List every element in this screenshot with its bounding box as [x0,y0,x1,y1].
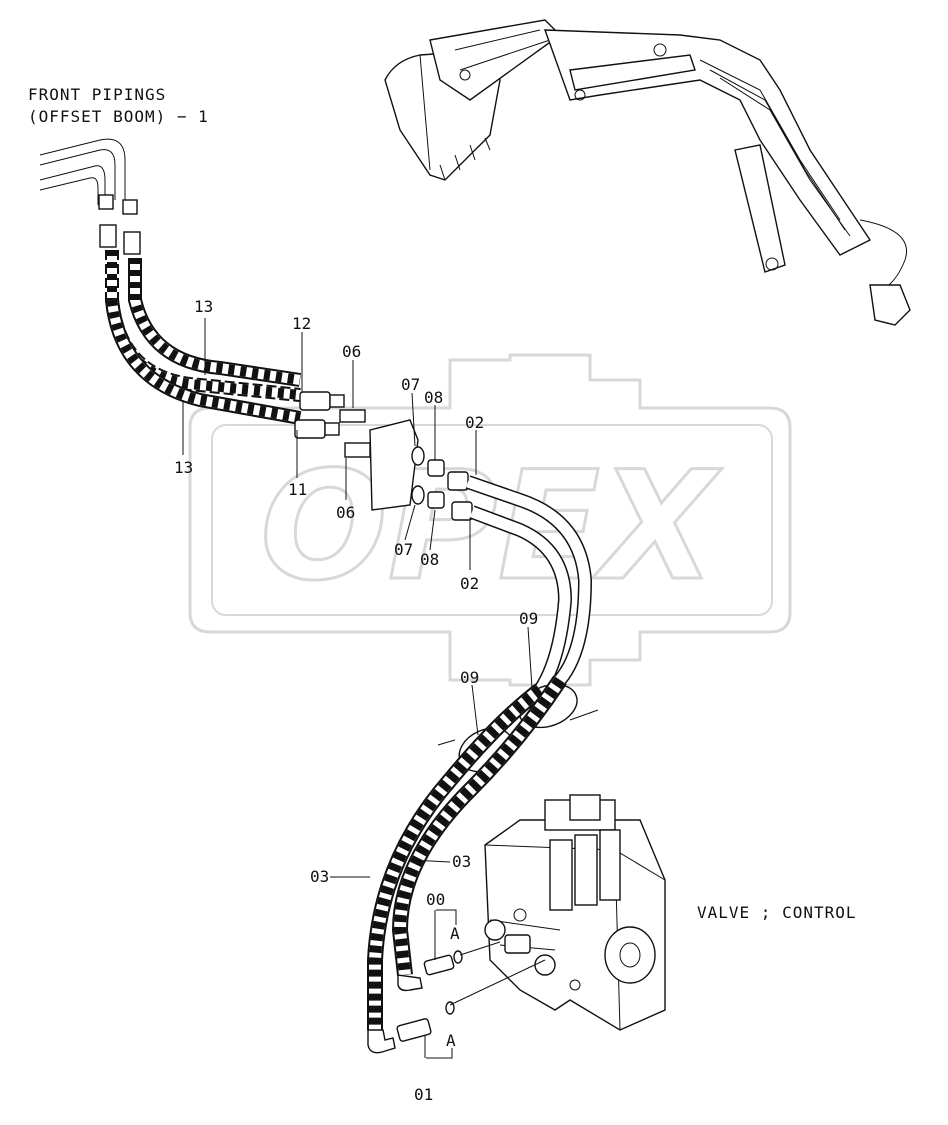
watermark-text: OPEX [260,440,722,614]
callout-09-top: 09 [519,609,538,628]
callout-06-bottom: 06 [336,503,355,522]
callout-07-bottom: 07 [394,540,413,559]
excavator-overview [384,19,911,326]
hose-03-pair [367,675,567,1054]
seals-07-08 [411,446,445,509]
callout-01: 01 [414,1085,433,1104]
callout-12: 12 [292,314,311,333]
control-valve [484,794,666,1031]
title-line-2: (OFFSET BOOM) − 1 [28,107,209,126]
callout-03-right: 03 [452,852,471,871]
callout-a-bottom: A [446,1031,456,1050]
leader-lines [182,318,546,1059]
hose-02-pair [447,471,593,694]
callout-02-bottom: 02 [460,574,479,593]
callout-07-top: 07 [401,375,420,394]
callout-00: 00 [426,890,445,909]
valve-label: VALVE ; CONTROL [697,903,857,922]
callout-13-top: 13 [194,297,213,316]
callout-02-top: 02 [465,413,484,432]
callout-a-top: A [450,924,460,943]
callout-11: 11 [288,480,307,499]
callout-08-top: 08 [424,388,443,407]
callout-06-top: 06 [342,342,361,361]
front-pipings [39,138,141,255]
callout-09-bottom: 09 [460,668,479,687]
bracket-plate [369,419,419,511]
callout-13-bottom: 13 [174,458,193,477]
adapters-00-01 [396,950,463,1042]
watermark-logo: OPEX [188,353,792,687]
callout-03-left: 03 [310,867,329,886]
fittings-12-11-06 [294,391,371,458]
callout-08-bottom: 08 [420,550,439,569]
hose-13-pair [105,250,302,425]
title-line-1: FRONT PIPINGS [28,85,166,104]
